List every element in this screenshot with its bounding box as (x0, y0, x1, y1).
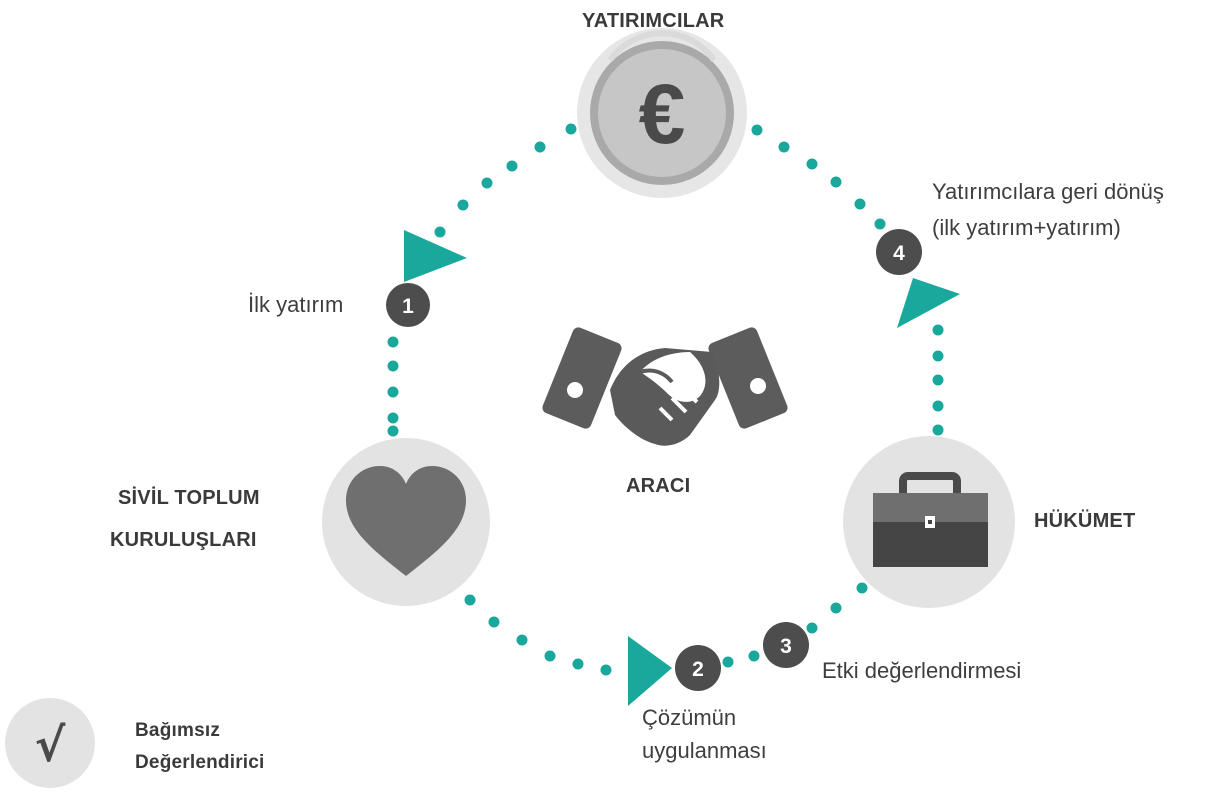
path-dot (830, 176, 842, 188)
evaluator-node: √ (5, 698, 95, 788)
step-badge-2: 2 (675, 645, 721, 691)
path-dot (516, 634, 528, 646)
path-dot (856, 582, 868, 594)
dotted-cycle-path (387, 123, 944, 676)
euro-coin-icon: € (577, 28, 747, 198)
ngos-label-line1: SİVİL TOPLUM (118, 487, 260, 509)
path-dot (572, 658, 584, 670)
path-dot (874, 218, 886, 230)
path-dot (806, 158, 818, 170)
evaluator-label-line2: Değerlendirici (135, 752, 265, 773)
path-dot (830, 602, 842, 614)
arrow-to-investors (404, 230, 467, 282)
path-dot (806, 622, 818, 634)
path-dot (387, 336, 399, 348)
step4-label-line1: Yatırımcılara geri dönüş (932, 179, 1164, 204)
path-dot (748, 650, 760, 662)
step4-label-line2: (ilk yatırım+yatırım) (932, 215, 1121, 240)
ngos-label-line2: KURULUŞLARI (110, 529, 257, 551)
path-dot (457, 199, 469, 211)
svg-text:4: 4 (893, 242, 905, 265)
path-dot (387, 360, 399, 372)
path-dot (387, 412, 399, 424)
path-dot (600, 664, 612, 676)
ngo-node (322, 438, 490, 606)
path-dot (488, 616, 500, 628)
step3-label: Etki değerlendirmesi (822, 658, 1022, 683)
intermediary-label: ARACI (626, 475, 691, 497)
path-dot (854, 198, 866, 210)
path-dot (464, 594, 476, 606)
government-label: HÜKÜMET (1034, 510, 1136, 532)
path-dot (481, 177, 493, 189)
handshake-icon (542, 327, 788, 446)
path-dot (778, 141, 790, 153)
step-badge-1: 1 (386, 283, 430, 327)
checkmark-icon: √ (35, 718, 66, 772)
euro-symbol: € (639, 67, 686, 161)
path-dot (565, 123, 577, 135)
step-badge-3: 3 (763, 622, 809, 668)
path-dot (932, 350, 944, 362)
path-dot (932, 400, 944, 412)
path-dot (751, 124, 763, 136)
path-dot (387, 425, 399, 437)
heart-icon (346, 466, 466, 576)
path-dot (932, 374, 944, 386)
path-dot (544, 650, 556, 662)
step-badge-4: 4 (876, 229, 922, 275)
svg-text:2: 2 (692, 658, 704, 681)
svg-text:3: 3 (780, 635, 792, 658)
arrow-to-government (897, 278, 960, 328)
path-dot (434, 226, 446, 238)
step2-label-line1: Çözümün (642, 705, 737, 730)
path-dot (722, 656, 734, 668)
briefcase-icon (873, 472, 988, 567)
svg-text:1: 1 (402, 295, 414, 318)
evaluator-label-line1: Bağımsız (135, 720, 221, 741)
path-dot (506, 160, 518, 172)
step2-label-line2: uygulanması (642, 738, 767, 763)
path-dot (387, 386, 399, 398)
path-dot (932, 324, 944, 336)
step1-label: İlk yatırım (248, 292, 344, 317)
path-dot (932, 424, 944, 436)
arrow-to-step2 (628, 636, 672, 706)
investors-label: YATIRIMCILAR (582, 10, 725, 32)
government-node (843, 436, 1015, 608)
path-dot (534, 141, 546, 153)
